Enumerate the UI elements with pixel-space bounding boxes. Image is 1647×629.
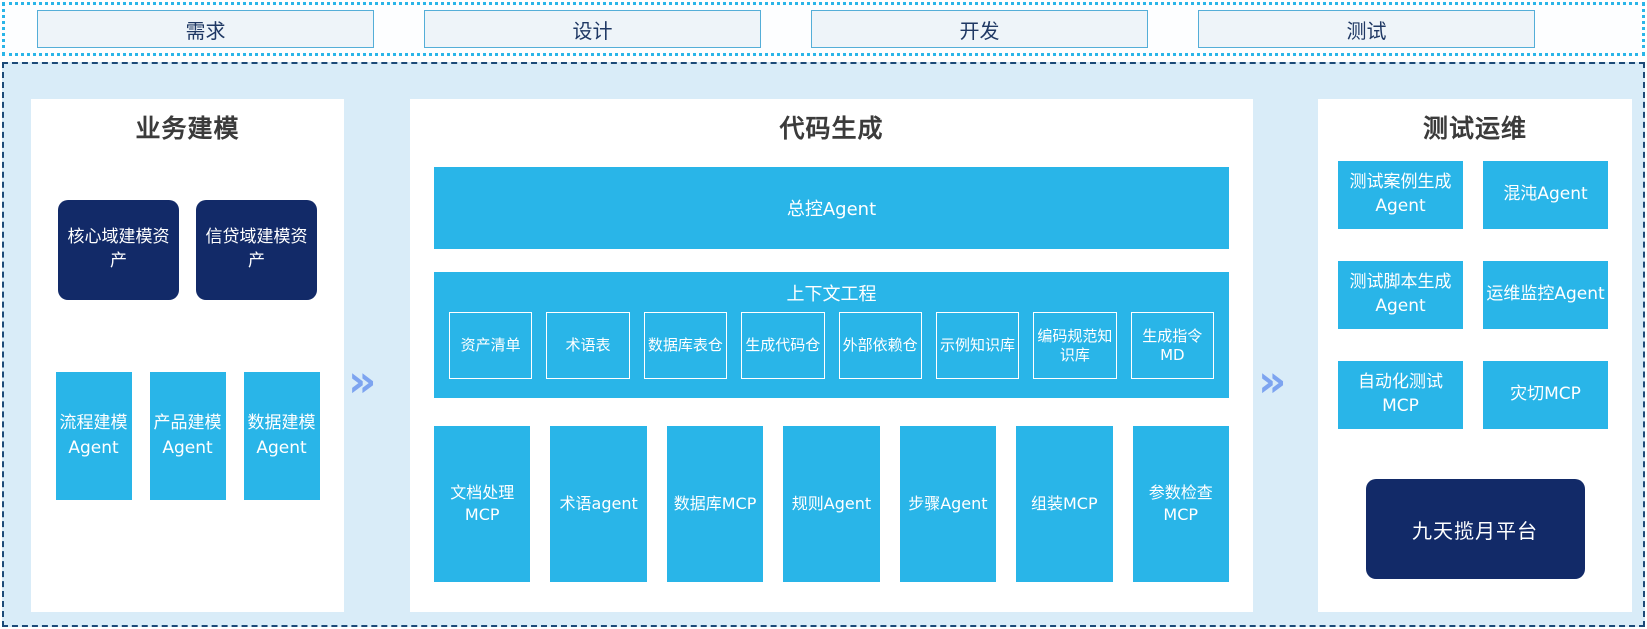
jiutian-lanyue-platform-box: 九天揽月平台 [1365,479,1585,579]
phase-box-design: 设计 [424,10,761,48]
master-agent-bar: 总控Agent [434,167,1229,249]
disaster-switch-mcp-box: 灾切MCP [1483,361,1608,429]
mcp-agent-row: 文档处理MCP 术语agent 数据库MCP 规则Agent 步骤Agent 组… [434,426,1229,582]
test-case-gen-agent-box: 测试案例生成Agent [1338,161,1463,229]
test-ops-title: 测试运维 [1422,114,1527,143]
database-mcp-box: 数据库MCP [666,426,764,582]
context-engineering-section: 上下文工程 资产清单 术语表 数据库表仓 生成代码仓 外部依赖仓 示例知识库 编… [434,272,1229,398]
data-modeling-agent-box: 数据建模Agent [243,372,320,500]
test-ops-grid: 测试案例生成Agent 混沌Agent 测试脚本生成Agent 运维监控Agen… [1338,161,1608,429]
modeling-asset-row: 核心域建模资产 信贷域建模资产 [31,200,344,300]
glossary-agent-box: 术语agent [550,426,647,582]
context-engineering-items: 资产清单 术语表 数据库表仓 生成代码仓 外部依赖仓 示例知识库 编码规范知识库… [449,312,1214,379]
product-modeling-agent-box: 产品建模Agent [149,372,226,500]
core-domain-asset-box: 核心域建模资产 [58,200,179,300]
external-dependency-repo-box: 外部依赖仓 [838,312,922,379]
panel-business-modeling: 业务建模 核心域建模资产 信贷域建模资产 流程建模Agent 产品建模Agent… [31,99,344,612]
flow-chevron-icon: » [1258,356,1287,407]
panel-test-ops: 测试运维 测试案例生成Agent 混沌Agent 测试脚本生成Agent 运维监… [1318,99,1632,612]
asset-list-box: 资产清单 [449,312,533,379]
phase-box-testing: 测试 [1198,10,1535,48]
generation-instruction-md-box: 生成指令MD [1130,312,1214,379]
flow-chevron-icon: » [348,356,377,407]
coding-standard-knowledge-base-box: 编码规范知识库 [1033,312,1117,379]
context-engineering-title: 上下文工程 [786,284,877,305]
param-check-mcp-box: 参数检查MCP [1132,426,1229,582]
db-table-repo-box: 数据库表仓 [643,312,728,379]
credit-domain-asset-box: 信贷域建模资产 [196,200,317,300]
process-modeling-agent-box: 流程建模Agent [55,372,132,500]
phase-box-requirements: 需求 [37,10,374,48]
rule-agent-box: 规则Agent [783,426,880,582]
panel-code-generation: 代码生成 总控Agent 上下文工程 资产清单 术语表 数据库表仓 生成代码仓 … [410,99,1253,612]
modeling-agent-row: 流程建模Agent 产品建模Agent 数据建模Agent [31,372,344,500]
generated-code-repo-box: 生成代码仓 [741,312,825,379]
automated-test-mcp-box: 自动化测试MCP [1338,361,1463,429]
test-script-gen-agent-box: 测试脚本生成Agent [1338,261,1463,329]
assembly-mcp-box: 组装MCP [1016,426,1113,582]
ops-monitoring-agent-box: 运维监控Agent [1483,261,1608,329]
chaos-agent-box: 混沌Agent [1483,161,1608,229]
business-modeling-title: 业务建模 [135,114,240,143]
phase-box-development: 开发 [811,10,1148,48]
example-knowledge-base-box: 示例知识库 [935,312,1020,379]
doc-processing-mcp-box: 文档处理MCP [434,426,531,582]
main-diagram-container: 业务建模 核心域建模资产 信贷域建模资产 流程建模Agent 产品建模Agent… [2,62,1645,627]
step-agent-box: 步骤Agent [899,426,997,582]
phase-band: 需求 设计 开发 测试 [2,2,1645,56]
code-generation-title: 代码生成 [779,114,884,143]
glossary-box: 术语表 [546,312,630,379]
